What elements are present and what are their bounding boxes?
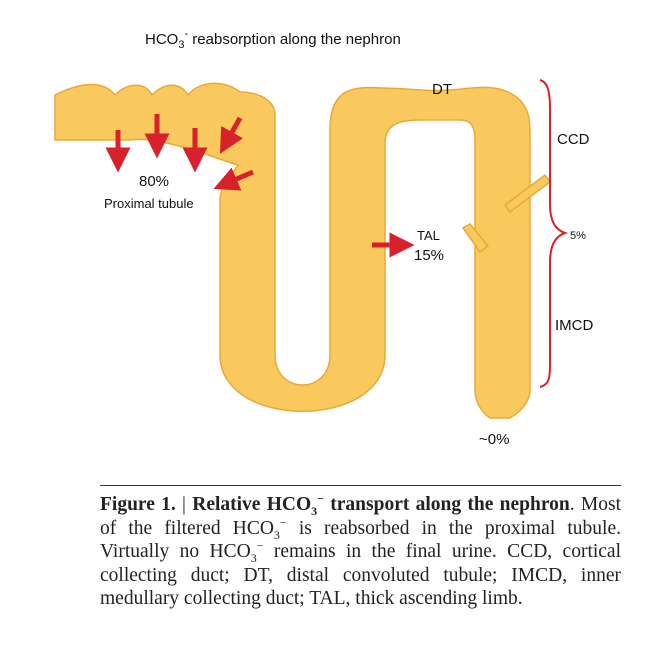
proximal-arrow-5 bbox=[213, 167, 254, 191]
label-ccd: CCD bbox=[557, 131, 590, 148]
imcd-branch bbox=[461, 223, 490, 254]
caption-figure-label: Figure 1. bbox=[100, 494, 176, 515]
caption-title: Relative HCO3− transport along the nephr… bbox=[192, 491, 570, 518]
figure-caption: Figure 1. | Relative HCO3− transport alo… bbox=[100, 493, 621, 611]
caption-separator: | bbox=[175, 494, 193, 515]
label-tal: TAL bbox=[417, 228, 440, 243]
nephron-tubule bbox=[54, 82, 552, 419]
label-dt: DT bbox=[432, 81, 452, 98]
label-80-pct: 80% bbox=[139, 173, 169, 190]
label-zero-pct: ~0% bbox=[479, 431, 509, 448]
label-proximal-tubule: Proximal tubule bbox=[104, 196, 194, 211]
label-imcd: IMCD bbox=[555, 317, 593, 334]
label-15-pct: 15% bbox=[414, 247, 444, 264]
caption-rule bbox=[100, 485, 621, 486]
nephron-diagram: HCO3- reabsorption along the nephron DT … bbox=[54, 28, 593, 448]
reabsorption-arrows bbox=[105, 114, 415, 258]
diagram-title: HCO3- reabsorption along the nephron bbox=[145, 28, 401, 51]
label-five-pct: 5% bbox=[570, 230, 586, 242]
proximal-arrow-4 bbox=[219, 116, 244, 154]
collecting-duct-bracket bbox=[539, 79, 569, 388]
caption-body: . Most of the filtered HCO3− is reabsorb… bbox=[100, 494, 622, 609]
tubule-outline bbox=[54, 82, 531, 419]
